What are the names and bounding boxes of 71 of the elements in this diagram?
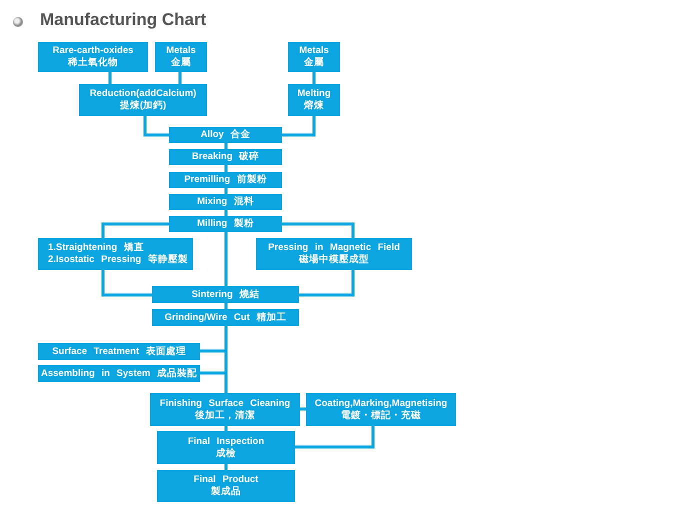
process-box (306, 393, 456, 426)
process-box (256, 238, 412, 270)
step-label: Grinding/Wire Cut 精加工 (164, 312, 286, 324)
connector-line (102, 222, 169, 238)
step-label: 熔煉 (304, 100, 324, 112)
process-box (152, 286, 299, 303)
step-label: Pressing in Magnetic Field (268, 242, 400, 254)
connector-line (224, 426, 228, 431)
process-box (169, 127, 282, 143)
step-label: Metals (299, 45, 329, 57)
step-label: Final Product (194, 474, 258, 486)
step-label: Finishing Surface Cieaning (160, 398, 290, 410)
process-box (150, 393, 300, 426)
step-label: 製成品 (211, 486, 241, 498)
connector-line (300, 408, 306, 410)
step-label: 金屬 (304, 57, 324, 69)
process-box (157, 431, 295, 464)
step-label: Rare-carth-oxides (52, 45, 134, 57)
process-box (169, 172, 282, 188)
process-box (169, 194, 282, 210)
step-label: Assembling in System 成品裝配 (40, 368, 197, 380)
connector-line (312, 72, 316, 84)
connector-line (224, 464, 228, 470)
process-box (169, 149, 282, 165)
process-box (288, 84, 340, 116)
step-label: 稀土氧化物 (68, 57, 118, 69)
process-box (155, 42, 207, 72)
connector-line (282, 222, 354, 238)
connector-line (224, 303, 228, 309)
connector-line (224, 232, 228, 286)
step-label: 磁場中模壓成型 (299, 254, 369, 266)
process-box (38, 238, 193, 270)
connector-line (178, 72, 182, 84)
connector-line (224, 210, 228, 216)
connector-line (224, 165, 228, 172)
connector-line (108, 72, 112, 84)
process-box (157, 470, 295, 502)
process-box (38, 42, 148, 72)
process-box (288, 42, 340, 72)
connector-line (102, 270, 152, 296)
process-box (38, 343, 200, 360)
process-box (79, 84, 207, 116)
step-label: Sintering 燒結 (192, 288, 260, 300)
step-label: 2.Isostatic Pressing 等静壓製 (48, 254, 188, 266)
process-box (169, 216, 282, 232)
step-label: 提煉(加鈣) (120, 100, 166, 112)
connector-line (295, 426, 374, 448)
process-box (38, 365, 200, 382)
step-label: 成檢 (216, 448, 236, 460)
step-label: Mixing 混料 (197, 196, 254, 208)
step-label: Metals (166, 45, 196, 57)
step-label: 1.Straightening 矯直 (48, 242, 144, 254)
step-label: Premilling 前製粉 (184, 174, 267, 186)
step-label: Alloy 合金 (200, 129, 250, 141)
chart-title: Manufacturing Chart (40, 10, 206, 30)
step-label: Milling 製粉 (197, 218, 254, 230)
connector-line (282, 116, 316, 136)
step-label: Breaking 破碎 (192, 151, 260, 163)
connector-line (299, 270, 354, 296)
connector-line (144, 116, 169, 136)
connector-line (224, 143, 228, 149)
step-label: 後加工，清潔 (195, 410, 255, 422)
step-label: Final Inspection (188, 436, 264, 448)
step-label: 電鍍・標記・充磁 (341, 410, 421, 422)
process-box (152, 309, 299, 326)
step-label: Melting (297, 88, 331, 100)
connector-line (224, 188, 228, 194)
step-label: Reduction(addCalcium) (90, 88, 196, 100)
step-label: Coating,Marking,Magnetising (314, 398, 448, 410)
step-label: 金屬 (171, 57, 191, 69)
step-label: Surface Treatment 表面處理 (52, 346, 186, 358)
